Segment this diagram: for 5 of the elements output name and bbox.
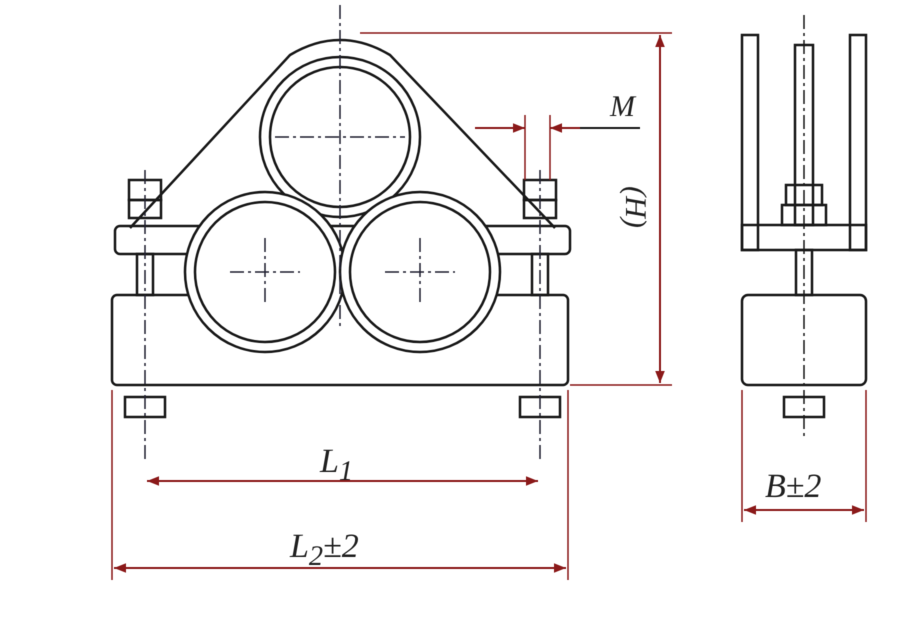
dimension-label: B±2: [765, 470, 822, 504]
dimension-label: L$_{2}$±2: [290, 530, 359, 572]
dimension-label: M: [610, 92, 635, 122]
dimension-label: L$_{1}$: [320, 445, 354, 486]
dimension-label: (H): [620, 186, 650, 228]
